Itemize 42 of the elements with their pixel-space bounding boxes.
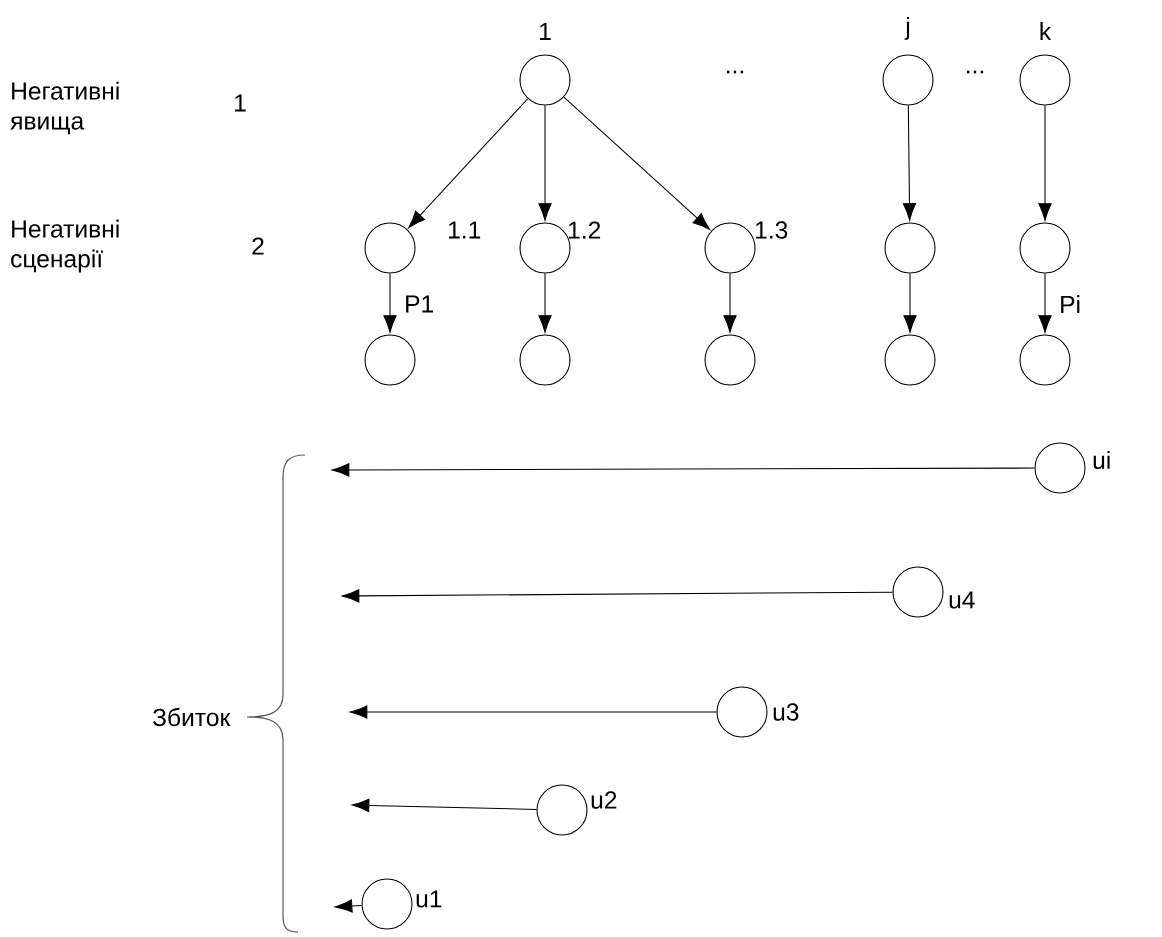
node-label: u3: [773, 703, 799, 721]
arrow: [538, 273, 552, 333]
edge-label: Pi: [1057, 293, 1083, 315]
circle-node: [519, 334, 571, 386]
node-label: u4: [949, 591, 975, 609]
node-label: ui: [1093, 450, 1110, 470]
arrow: [1038, 105, 1052, 221]
edge-label: P1: [402, 293, 436, 315]
arrow: [903, 273, 917, 333]
arrow: [538, 105, 552, 221]
row-label: ...: [727, 70, 744, 74]
circle-node: [884, 334, 936, 386]
arrow: [349, 705, 717, 719]
node-label: u2: [591, 791, 617, 809]
arrow: [383, 273, 397, 333]
row-label: Негативні сценарії: [11, 219, 119, 273]
circle-node: [704, 334, 756, 386]
node-label: k: [1040, 22, 1052, 40]
arrow: [563, 96, 710, 230]
row-label: 2: [252, 237, 264, 255]
node-label: 1.2: [569, 221, 601, 239]
circle-node: [1019, 222, 1071, 274]
arrow: [331, 463, 1036, 477]
arrow: [408, 98, 529, 229]
arrow: [341, 589, 893, 603]
node-label: 1.3: [756, 221, 788, 239]
row-label: 1: [235, 94, 246, 112]
node-label: 1: [540, 23, 551, 40]
node-label: 1.1: [449, 221, 481, 239]
arrow: [1038, 273, 1052, 333]
circle-node: [884, 222, 936, 274]
node-label: u1: [416, 890, 442, 908]
arrow: [902, 105, 917, 221]
arrow: [334, 899, 363, 913]
arrow: [723, 273, 737, 333]
arrow: [351, 798, 538, 813]
row-label: Збиток: [152, 707, 231, 727]
circle-node: [364, 334, 416, 386]
circle-node: [1019, 334, 1071, 386]
row-label: ...: [967, 70, 984, 74]
node-label: j: [904, 16, 910, 40]
row-label: Негативні явища: [10, 81, 119, 135]
